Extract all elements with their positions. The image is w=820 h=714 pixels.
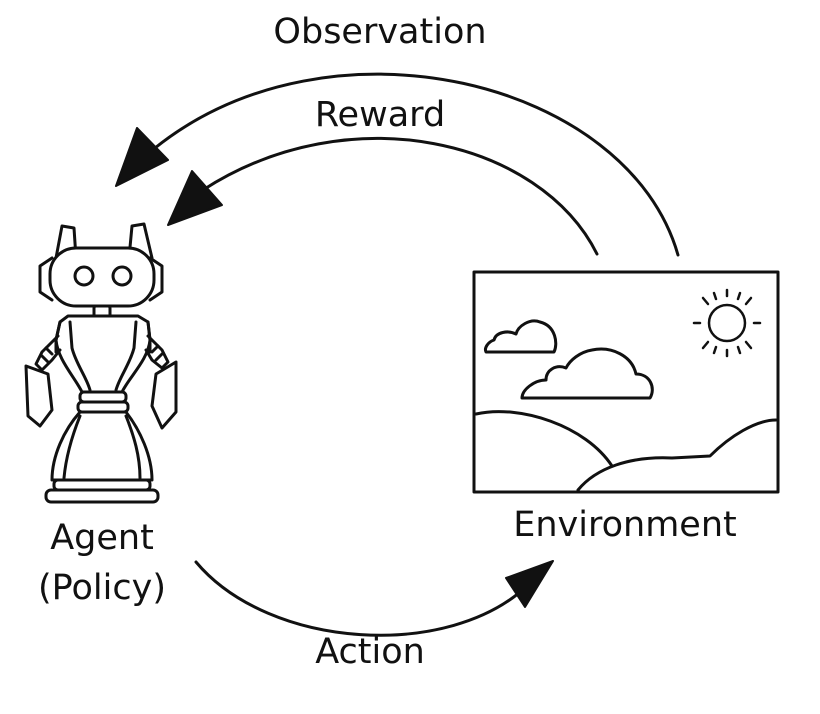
reward-arrow: [167, 137, 599, 256]
landscape-icon: [472, 270, 780, 494]
robot-lower-body-left-line: [62, 414, 82, 480]
reward-arrow-line: [201, 137, 599, 256]
robot-base-bottom: [44, 488, 160, 504]
robot-lower-body: [50, 410, 154, 482]
reward-arrowhead: [167, 170, 223, 226]
observation-label: Observation: [273, 12, 487, 52]
action-arrow-line: [194, 560, 530, 637]
hill-left: [474, 410, 614, 468]
observation-arrowhead: [115, 127, 169, 187]
agent-label: Agent: [50, 518, 154, 558]
robot-chest-line: [68, 320, 92, 392]
robot-left-ear: [38, 256, 54, 302]
robot-left-arm-ridges: [40, 346, 54, 364]
agent-sublabel: (Policy): [38, 568, 166, 608]
robot-head: [48, 246, 156, 308]
action-arrowhead: [505, 560, 554, 608]
sun-icon: [692, 288, 762, 358]
cloud-small: [484, 319, 558, 354]
observation-arrow-line: [153, 72, 680, 257]
robot-left-hand: [24, 364, 54, 428]
robot-right-arm-ridges: [150, 344, 164, 362]
robot-right-upper-arm: [144, 334, 170, 370]
hill-right: [576, 418, 778, 492]
robot-right-hand: [150, 360, 178, 430]
robot-left-upper-arm: [34, 334, 62, 372]
robot-left-eye: [73, 265, 95, 287]
robot-right-ear: [148, 256, 164, 302]
reward-label: Reward: [314, 95, 446, 135]
cloud-large: [520, 347, 654, 400]
robot-chest-line-right: [114, 320, 138, 392]
robot-lower-body-right-line: [124, 414, 142, 480]
robot-right-eye: [111, 265, 133, 287]
action-arrow: [194, 560, 554, 637]
action-label: Action: [315, 632, 425, 672]
robot-icon: [24, 222, 178, 504]
environment-label: Environment: [513, 505, 737, 545]
observation-arrow: [115, 72, 680, 257]
